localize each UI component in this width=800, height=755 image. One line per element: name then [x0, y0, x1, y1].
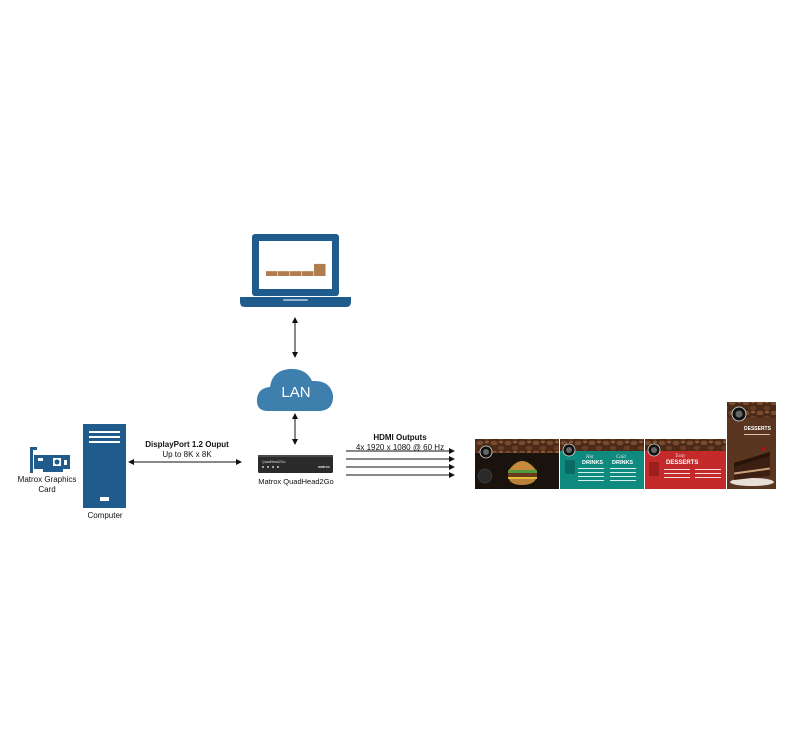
- computer-tower-icon: [83, 424, 126, 508]
- display-desserts: Tasty DESSERTS: [645, 439, 726, 489]
- hdmi-label-line2: 4x 1920 x 1080 @ 60 Hz: [355, 443, 445, 452]
- display-burger: [475, 439, 559, 489]
- desserts-title: DESSERTS: [666, 460, 698, 466]
- cloud-label: LAN: [281, 384, 311, 401]
- displayport-label-line2: Up to 8K x 8K: [162, 450, 212, 459]
- hdmi-label-line1: HDMI Outputs: [373, 433, 427, 442]
- graphics-card-icon: [30, 447, 70, 473]
- cloud-icon: [256, 368, 334, 411]
- laptop-bar: [290, 271, 302, 276]
- laptop-bar: [302, 271, 314, 276]
- drinks-cold-title: DRINKS: [612, 460, 633, 466]
- graphics-card-label: Matrox Graphics Card: [10, 475, 84, 495]
- device-label: Matrox QuadHead2Go: [258, 477, 334, 486]
- display-portrait-dessert: DESSERTS: [727, 402, 776, 489]
- laptop-bar-chart: [266, 263, 326, 276]
- hdmi-label: HDMI Outputs 4x 1920 x 1080 @ 60 Hz: [348, 433, 452, 453]
- laptop-icon: [240, 234, 351, 307]
- laptop-bar: [278, 271, 290, 276]
- quadhead2go-device-icon: QuadHead2Go matrox: [258, 455, 333, 473]
- laptop-bar: [314, 263, 326, 276]
- laptop-bar: [266, 271, 278, 276]
- displayport-label: DisplayPort 1.2 Ouput Up to 8K x 8K: [134, 440, 240, 460]
- device-brand-text: QuadHead2Go: [262, 460, 286, 464]
- device-logo-text: matrox: [318, 465, 330, 469]
- graphics-card-label-line1: Matrox Graphics: [17, 475, 77, 484]
- drinks-hot-script: Hot: [585, 455, 594, 460]
- displayport-label-line1: DisplayPort 1.2 Ouput: [145, 440, 229, 449]
- desserts-script: Tasty: [675, 454, 686, 459]
- display-drinks: Hot DRINKS Cold DRINKS: [560, 439, 644, 489]
- graphics-card-label-line2: Card: [38, 485, 56, 494]
- computer-label: Computer: [87, 511, 123, 520]
- drinks-hot-title: DRINKS: [582, 460, 603, 466]
- display-wall: Hot DRINKS Cold DRINKS Tasty DESSE: [475, 402, 776, 489]
- portrait-title: DESSERTS: [744, 426, 772, 432]
- drinks-cold-script: Cold: [616, 455, 626, 460]
